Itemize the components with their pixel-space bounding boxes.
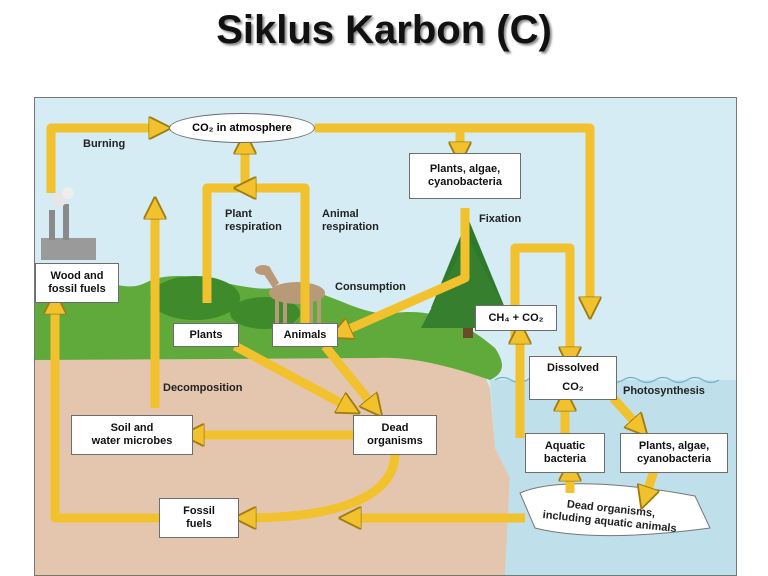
dead-organisms-node: Dead organisms <box>353 415 437 455</box>
chimney <box>49 210 55 240</box>
deer <box>255 265 325 324</box>
arrow-burning <box>46 128 160 193</box>
arrow-plant-respiration <box>202 143 245 303</box>
aquatic-bacteria-node: Aquatic bacteria <box>525 433 605 473</box>
smoke <box>52 193 66 207</box>
diagram-scene <box>35 98 736 575</box>
factory <box>41 238 96 260</box>
fixation-label: Fixation <box>479 213 522 225</box>
decomposition-label: Decomposition <box>163 382 243 394</box>
arrow-atmosphere-to-plants-top <box>315 123 590 308</box>
arrow-fossil-wood <box>55 303 170 523</box>
co2-atmosphere-node: CO₂ in atmosphere <box>169 113 315 143</box>
animal-respiration-label: Animal respiration <box>322 208 379 233</box>
arrow-animals-dead <box>321 343 375 408</box>
arrow-plants-dead <box>232 342 350 408</box>
soil-microbes-node: Soil and water microbes <box>71 415 193 455</box>
fossil-fuels-node: Fossil fuels <box>159 498 239 538</box>
dissolved-label: Dissolved <box>547 362 599 374</box>
arrow-dissolved-plants <box>609 394 640 428</box>
plants-algae-top-node: Plants, algae, cyanobacteria <box>409 153 521 199</box>
animals-node: Animals <box>272 323 338 347</box>
arrow-fixation <box>340 208 470 333</box>
bush <box>150 276 240 320</box>
arrow-ch4-loop <box>510 243 570 358</box>
arrow-animal-respiration <box>245 188 310 323</box>
plants-algae-bottom-node: Plants, algae, cyanobacteria <box>620 433 728 473</box>
consumption-label: Consumption <box>335 281 406 293</box>
chimney <box>63 204 69 240</box>
wood-fossil-node: Wood and fossil fuels <box>35 263 119 303</box>
plants-node: Plants <box>173 323 239 347</box>
page-title: Siklus Karbon (C) <box>216 8 552 52</box>
arrow-dead-fossil <box>245 452 400 518</box>
carbon-cycle-diagram: CO₂ in atmosphere Plants, algae, cyanoba… <box>34 97 737 576</box>
dissolved-co2-label: CO₂ <box>562 381 584 393</box>
burning-label: Burning <box>83 138 126 150</box>
dead-aquatic-mound <box>519 483 711 536</box>
dissolved-co2-node: Dissolved CO₂ <box>529 356 617 400</box>
bush <box>230 297 300 329</box>
ch4-co2-node: CH₄ + CO₂ <box>475 305 557 331</box>
smoke <box>62 187 74 199</box>
water-body <box>490 380 736 575</box>
photosynthesis-label: Photosynthesis <box>623 385 705 397</box>
plant-respiration-label: Plant respiration <box>225 208 282 233</box>
arrow-plants-dead-aquatic <box>645 466 655 498</box>
